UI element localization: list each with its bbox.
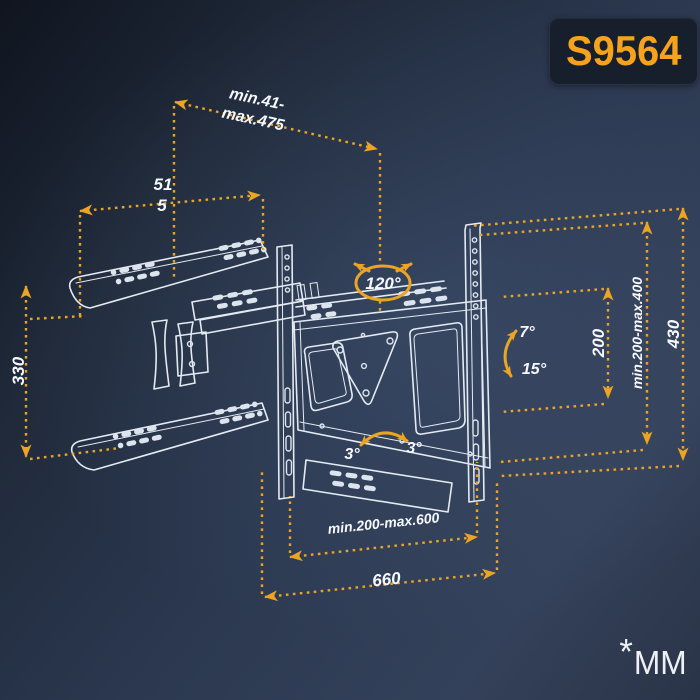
articulating-arm <box>151 280 453 513</box>
dimension-labels: min.41- max.475 51 5 330 120° 200 min.20… <box>9 85 683 590</box>
product-code: S9564 <box>565 27 682 74</box>
level-right-label: 3° <box>406 440 422 457</box>
dim-label-rail-width-part2: 5 <box>157 196 167 215</box>
swivel-rotation-symbol <box>353 262 413 302</box>
tv-rail-bottom <box>70 401 269 471</box>
dim-vesa-vertical-range <box>479 221 653 464</box>
tv-rail-right <box>464 222 485 503</box>
tilt-down-label: 15° <box>522 361 547 378</box>
product-code-badge: S9564 <box>549 17 698 85</box>
wall-plate <box>293 299 491 469</box>
units-note: *MM <box>619 631 686 682</box>
units-asterisk: * <box>619 631 633 672</box>
tilt-up-label: 7° <box>519 324 535 341</box>
dim-label-total-width: 660 <box>371 569 402 591</box>
wall-mount-drawing <box>68 222 491 513</box>
dimension-lines <box>20 99 689 602</box>
swivel-range-label: 120° <box>365 274 400 293</box>
tv-rail-top <box>68 237 269 309</box>
dim-plate-height <box>469 207 689 478</box>
level-left-label: 3° <box>344 446 360 463</box>
dim-label-bracket-height: 330 <box>9 356 28 385</box>
dim-vesa-height <box>499 287 614 414</box>
tilt-arc <box>502 329 518 378</box>
dim-rail-width <box>78 190 265 318</box>
tv-rail-left <box>276 244 295 500</box>
level-arc <box>359 431 409 447</box>
dim-vesa-horizontal-range <box>288 462 479 562</box>
dim-bracket-height <box>20 285 121 461</box>
dim-label-plate-height: 430 <box>664 319 683 349</box>
dim-label-vesa-height: 200 <box>589 328 608 358</box>
dim-label-vesa-vertical-range: min.200-max.400 <box>629 277 645 389</box>
dim-total-width <box>260 470 499 602</box>
dim-label-vesa-horizontal-range: min.200-max.600 <box>327 509 440 537</box>
dim-label-rail-width-part1: 51 <box>154 175 173 194</box>
units-label: MM <box>633 644 687 681</box>
